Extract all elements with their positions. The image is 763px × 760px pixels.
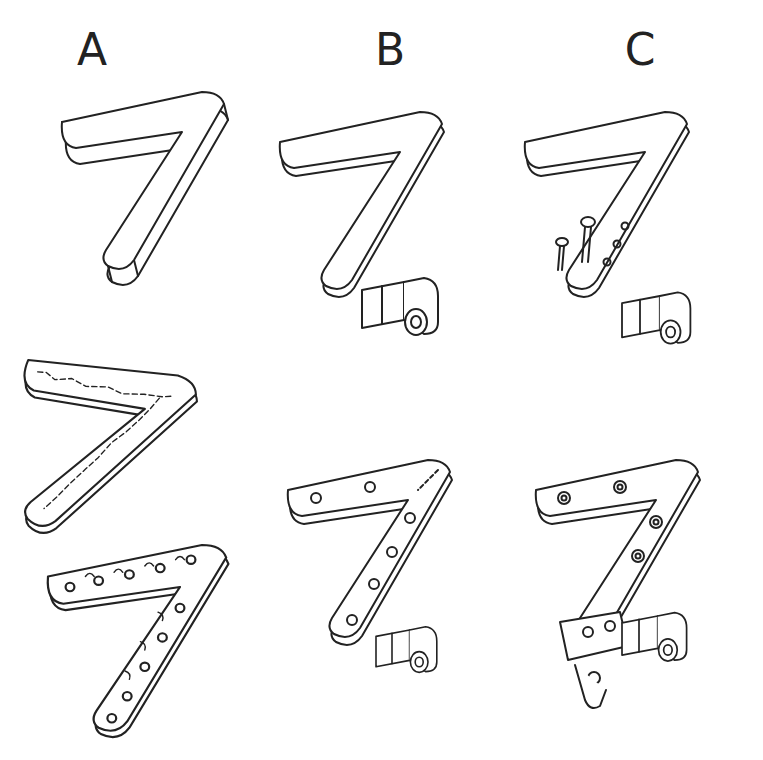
forged-blank (62, 92, 228, 285)
panel-letter: B (375, 28, 405, 72)
panel-letter: C (625, 28, 656, 72)
screws (556, 217, 595, 270)
attached-leaf (560, 612, 628, 708)
hinge-barrel (622, 292, 690, 343)
assembled-hinge (536, 460, 700, 684)
hinge-barrel (622, 613, 687, 661)
heated-plate (0, 330, 203, 566)
panel-letter: A (77, 28, 107, 72)
hinge-barrel (362, 278, 438, 335)
drilled-plate (288, 460, 452, 645)
hinge-barrel (376, 627, 437, 673)
plate-blank (280, 112, 444, 297)
punched-plate (48, 545, 229, 737)
plate-blank (525, 112, 689, 297)
